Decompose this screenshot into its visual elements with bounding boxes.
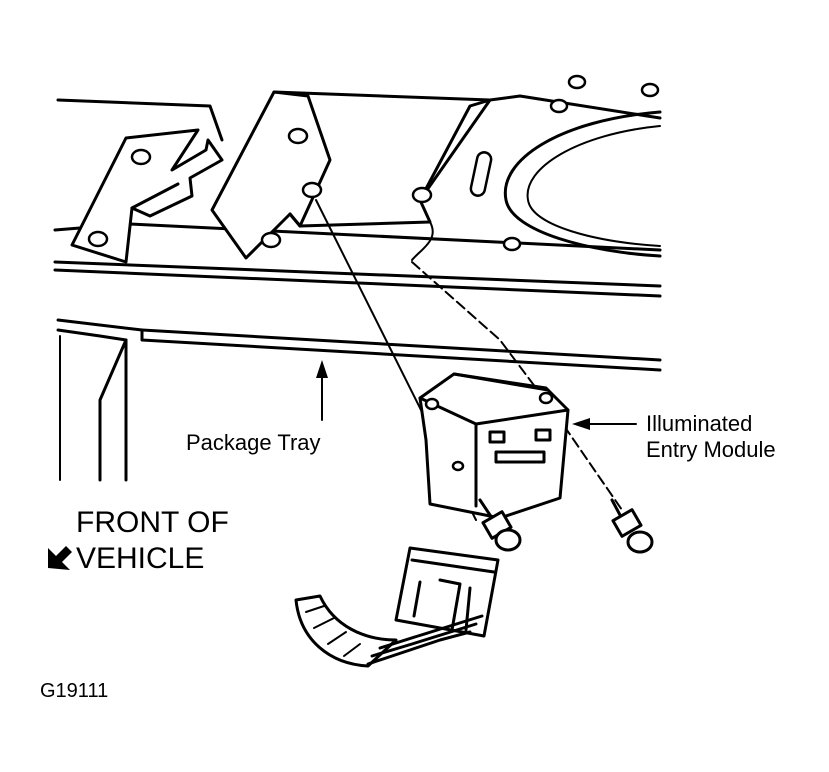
mounting-screw-left (478, 498, 522, 552)
module-pointer-arrow (572, 418, 637, 430)
module-label-line2: Entry Module (646, 437, 776, 462)
package-tray-panel (56, 318, 662, 482)
center-mounting-bracket (210, 90, 492, 261)
front-direction-icon (48, 546, 72, 570)
package-tray-label: Package Tray (186, 430, 321, 455)
package-tray-arrow (316, 360, 328, 421)
module-label-line1: Illuminated (646, 411, 752, 436)
wiring-harness (294, 594, 484, 668)
illuminated-entry-module (418, 372, 570, 520)
wiring-connector (394, 546, 500, 638)
front-label-line2: VEHICLE (76, 542, 204, 575)
left-mounting-bracket (70, 128, 224, 264)
front-label-line1: FRONT OF (76, 506, 229, 539)
mounting-screw-right (610, 498, 654, 554)
figure-id: G19111 (40, 680, 108, 702)
